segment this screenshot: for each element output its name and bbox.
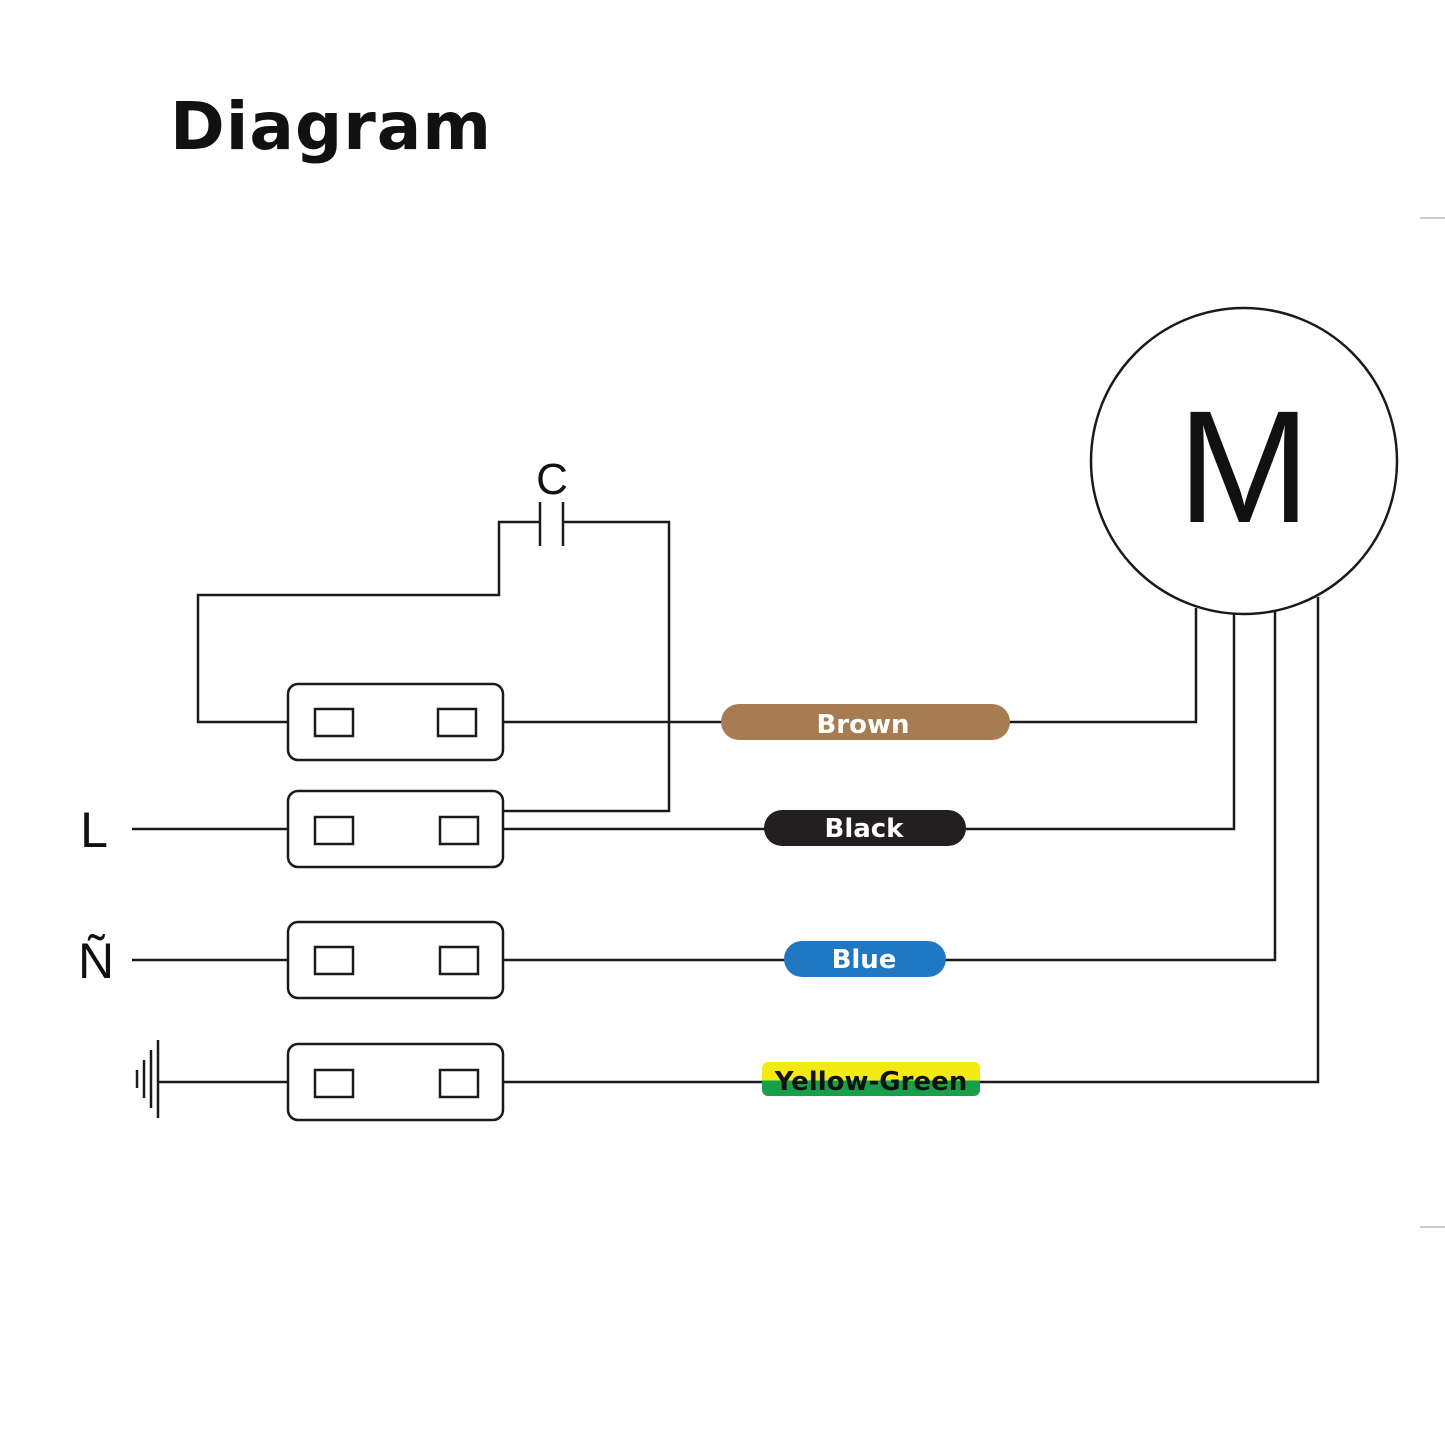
terminal-block-2	[286, 789, 505, 869]
wire-tag-blue: Blue	[784, 941, 946, 977]
capacitor-wire-left	[196, 520, 540, 724]
wire-tag-label: Black	[825, 814, 905, 844]
motor-circle	[1089, 306, 1399, 616]
wire-tag-label: Yellow-Green	[774, 1067, 968, 1097]
yellow-green-swatch	[762, 1062, 980, 1096]
wire-tag-label: Brown	[816, 710, 909, 740]
page-title: Diagram	[170, 88, 493, 165]
blue-wire	[503, 611, 1277, 962]
black-wire	[503, 613, 1236, 831]
neutral-label: Ñ	[78, 933, 114, 989]
terminal-block-3	[286, 920, 505, 1000]
terminal-block-1	[286, 682, 505, 762]
terminal-block-4	[286, 1042, 505, 1122]
wire-tag-label: Blue	[832, 945, 897, 975]
ground-icon	[135, 1040, 288, 1118]
wire-tag-yellow-green: Yellow-Green	[762, 1062, 980, 1097]
capacitor-wire-right	[503, 520, 671, 813]
wire-tag-brown: Brown	[721, 704, 1010, 740]
motor: M	[1089, 306, 1399, 616]
motor-label: M	[1177, 377, 1310, 556]
capacitor: C	[196, 455, 671, 813]
wire-tag-black: Black	[764, 810, 966, 846]
capacitor-label: C	[536, 455, 568, 504]
live-label: L	[80, 802, 108, 858]
